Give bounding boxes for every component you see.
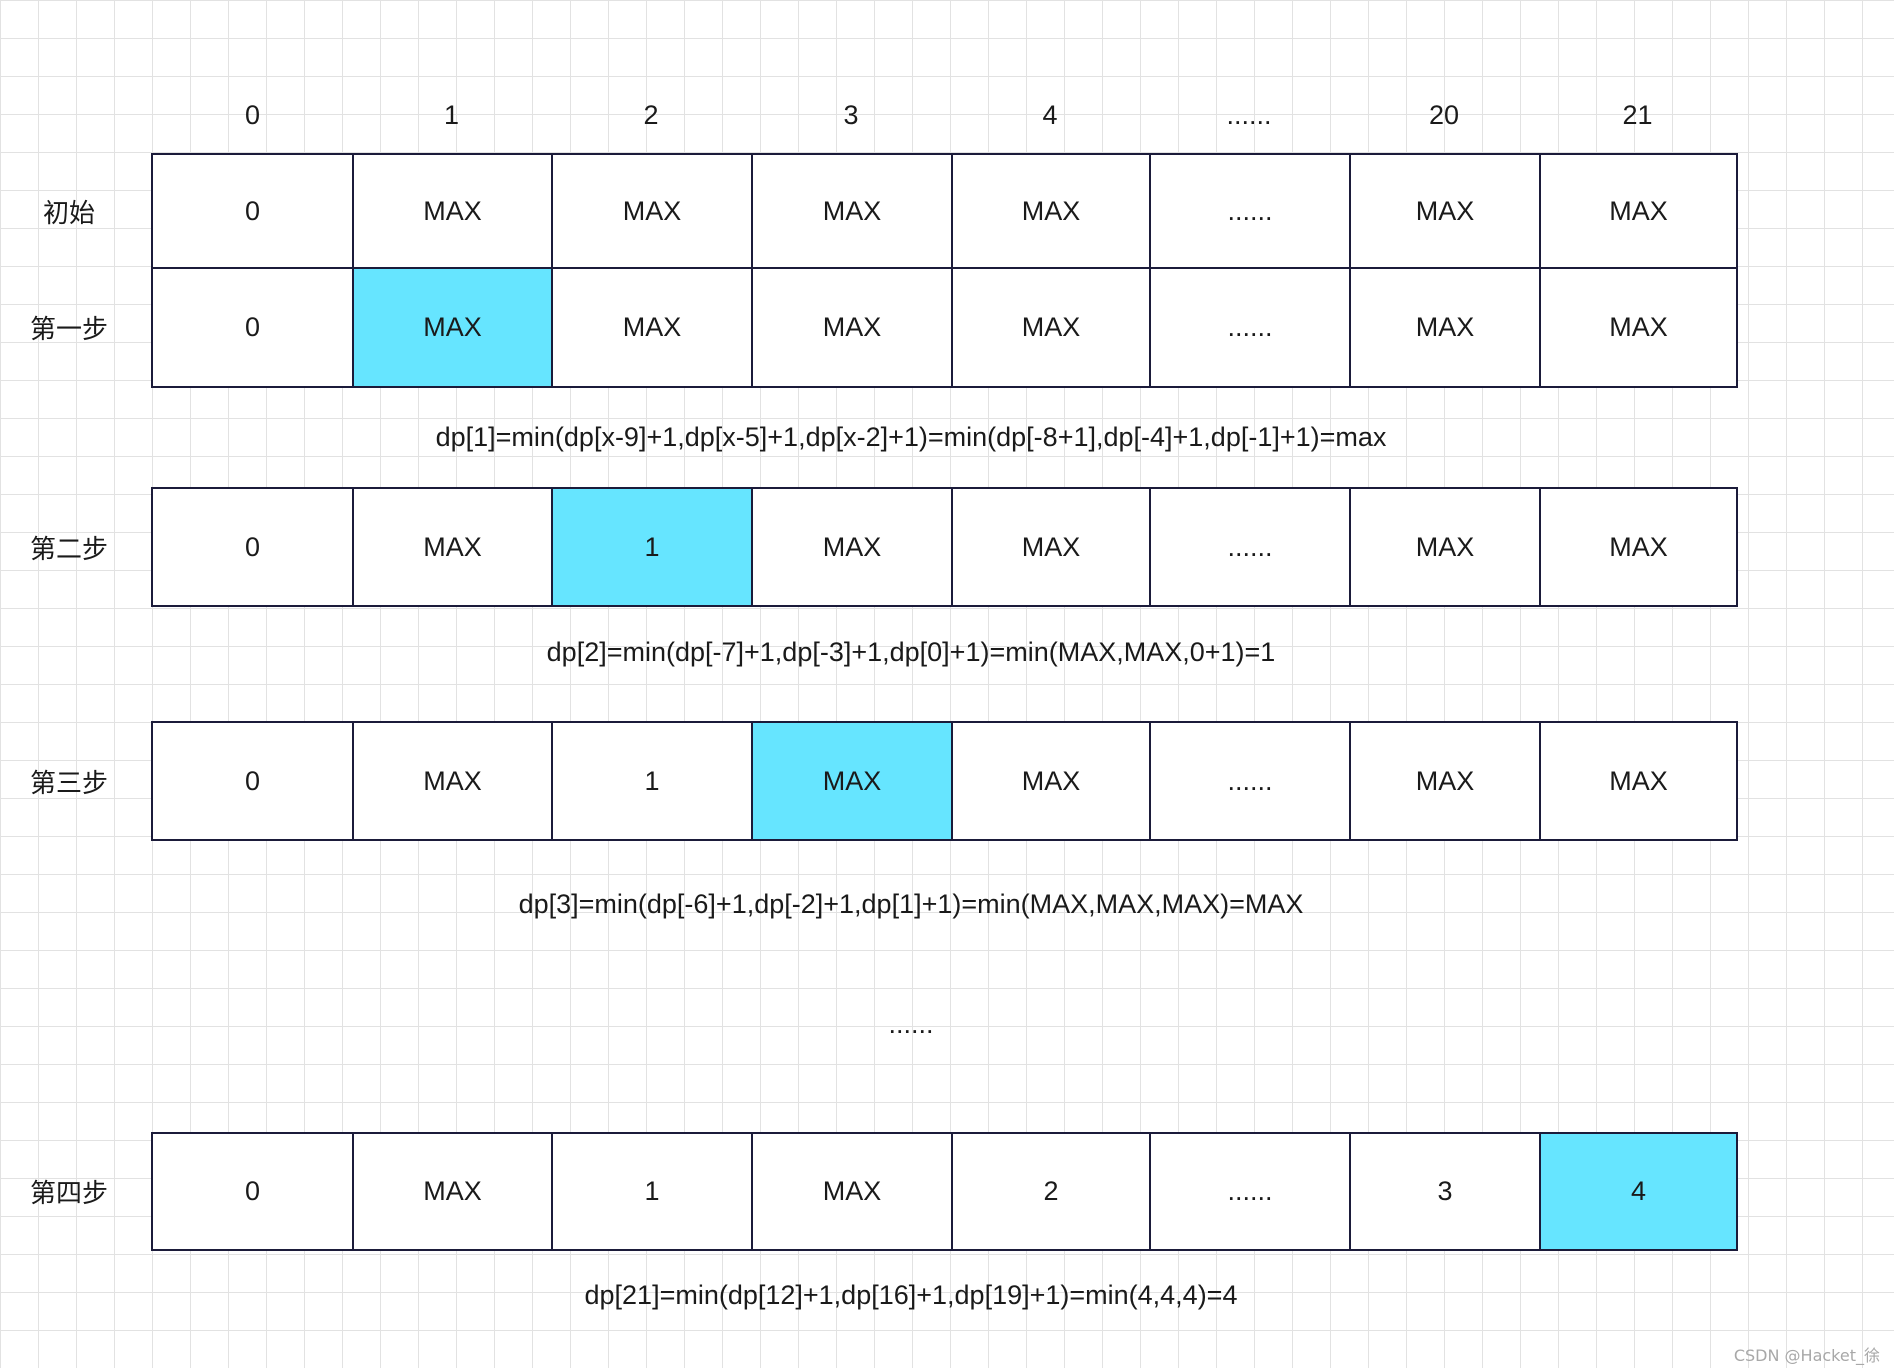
dp-cell: 2 bbox=[951, 1134, 1149, 1249]
formula-text: dp[21]=min(dp[12]+1,dp[16]+1,dp[19]+1)=m… bbox=[584, 1280, 1238, 1310]
dp-cell: 0 bbox=[153, 269, 352, 386]
dp-cell: ...... bbox=[1149, 155, 1349, 267]
dp-table-step2: 第二步 0 MAX 1 MAX MAX ...... MAX MAX bbox=[30, 487, 1738, 607]
dp-cell: MAX bbox=[1349, 723, 1539, 839]
dp-cell: ...... bbox=[1149, 269, 1349, 386]
dp-cell: MAX bbox=[951, 489, 1149, 605]
dp-cell: MAX bbox=[352, 723, 551, 839]
dp-cell: 1 bbox=[551, 1134, 751, 1249]
dp-cell: MAX bbox=[1349, 155, 1539, 267]
index-label: 2 bbox=[643, 100, 659, 130]
index-label: ...... bbox=[1226, 100, 1272, 130]
dp-cell: MAX bbox=[1539, 269, 1736, 386]
dp-cell-highlighted: MAX bbox=[352, 269, 551, 386]
dp-cell: 0 bbox=[153, 723, 352, 839]
dp-cell: ...... bbox=[1149, 1134, 1349, 1249]
dp-cell-highlighted: 4 bbox=[1539, 1134, 1736, 1249]
dp-cell: 3 bbox=[1349, 1134, 1539, 1249]
formula-text: dp[3]=min(dp[-6]+1,dp[-2]+1,dp[1]+1)=min… bbox=[518, 889, 1304, 919]
dp-table-initial-step1: 初始 0 MAX MAX MAX MAX ...... MAX MAX 第一步 … bbox=[30, 153, 1738, 388]
dp-cell: ...... bbox=[1149, 723, 1349, 839]
dp-table-step3: 第三步 0 MAX 1 MAX MAX ...... MAX MAX bbox=[30, 721, 1738, 841]
dp-cell: 0 bbox=[153, 1134, 352, 1249]
dp-cell: MAX bbox=[1539, 723, 1736, 839]
dp-cell: MAX bbox=[751, 1134, 951, 1249]
dp-cell: MAX bbox=[1539, 155, 1736, 267]
dp-cell-highlighted: 1 bbox=[551, 489, 751, 605]
dp-cell: MAX bbox=[352, 489, 551, 605]
formula-text: dp[2]=min(dp[-7]+1,dp[-3]+1,dp[0]+1)=min… bbox=[546, 637, 1276, 667]
dp-row-initial: 初始 0 MAX MAX MAX MAX ...... MAX MAX bbox=[43, 155, 1736, 267]
dp-row-step1: 第一步 0 MAX MAX MAX MAX ...... MAX MAX bbox=[30, 267, 1736, 386]
dp-cell: MAX bbox=[751, 489, 951, 605]
dp-cell: 1 bbox=[551, 723, 751, 839]
index-label: 3 bbox=[843, 100, 859, 130]
dp-row-step3: 第三步 0 MAX 1 MAX MAX ...... MAX MAX bbox=[30, 723, 1736, 839]
index-label: 0 bbox=[244, 100, 261, 130]
step-label: 第三步 bbox=[29, 768, 108, 799]
dp-cell: MAX bbox=[352, 155, 551, 267]
dp-cell: MAX bbox=[951, 723, 1149, 839]
dp-row-step2: 第二步 0 MAX 1 MAX MAX ...... MAX MAX bbox=[30, 489, 1736, 605]
dp-cell: 0 bbox=[153, 489, 352, 605]
dp-cell-highlighted: MAX bbox=[751, 723, 951, 839]
formula-text: dp[1]=min(dp[x-9]+1,dp[x-5]+1,dp[x-2]+1)… bbox=[435, 422, 1387, 452]
dp-cell: ...... bbox=[1149, 489, 1349, 605]
index-label: 20 bbox=[1428, 100, 1460, 130]
step-label: 第一步 bbox=[29, 315, 108, 345]
dp-cell: MAX bbox=[352, 1134, 551, 1249]
ellipsis-text: ...... bbox=[888, 1009, 934, 1039]
dp-cell: 0 bbox=[153, 155, 352, 267]
dp-table-step4: 第四步 0 MAX 1 MAX 2 ...... 3 4 bbox=[30, 1132, 1738, 1251]
index-header: 0 1 2 3 4 ...... 20 21 bbox=[153, 97, 1736, 133]
dp-cell: MAX bbox=[751, 269, 951, 386]
watermark: CSDN @Hacket_徐 bbox=[1733, 1346, 1880, 1365]
dp-cell: MAX bbox=[1349, 269, 1539, 386]
dp-cell: MAX bbox=[751, 155, 951, 267]
dp-cell: MAX bbox=[951, 269, 1149, 386]
index-label: 21 bbox=[1622, 100, 1653, 130]
dp-cell: MAX bbox=[951, 155, 1149, 267]
step-label: 第四步 bbox=[29, 1179, 108, 1209]
step-label: 第二步 bbox=[29, 534, 108, 565]
index-label: 1 bbox=[443, 100, 460, 130]
dp-cell: MAX bbox=[551, 155, 751, 267]
step-label: 初始 bbox=[42, 198, 95, 229]
dp-row-step4: 第四步 0 MAX 1 MAX 2 ...... 3 4 bbox=[30, 1134, 1736, 1249]
dp-cell: MAX bbox=[551, 269, 751, 386]
dp-cell: MAX bbox=[1539, 489, 1736, 605]
dp-cell: MAX bbox=[1349, 489, 1539, 605]
index-label: 4 bbox=[1042, 100, 1058, 130]
